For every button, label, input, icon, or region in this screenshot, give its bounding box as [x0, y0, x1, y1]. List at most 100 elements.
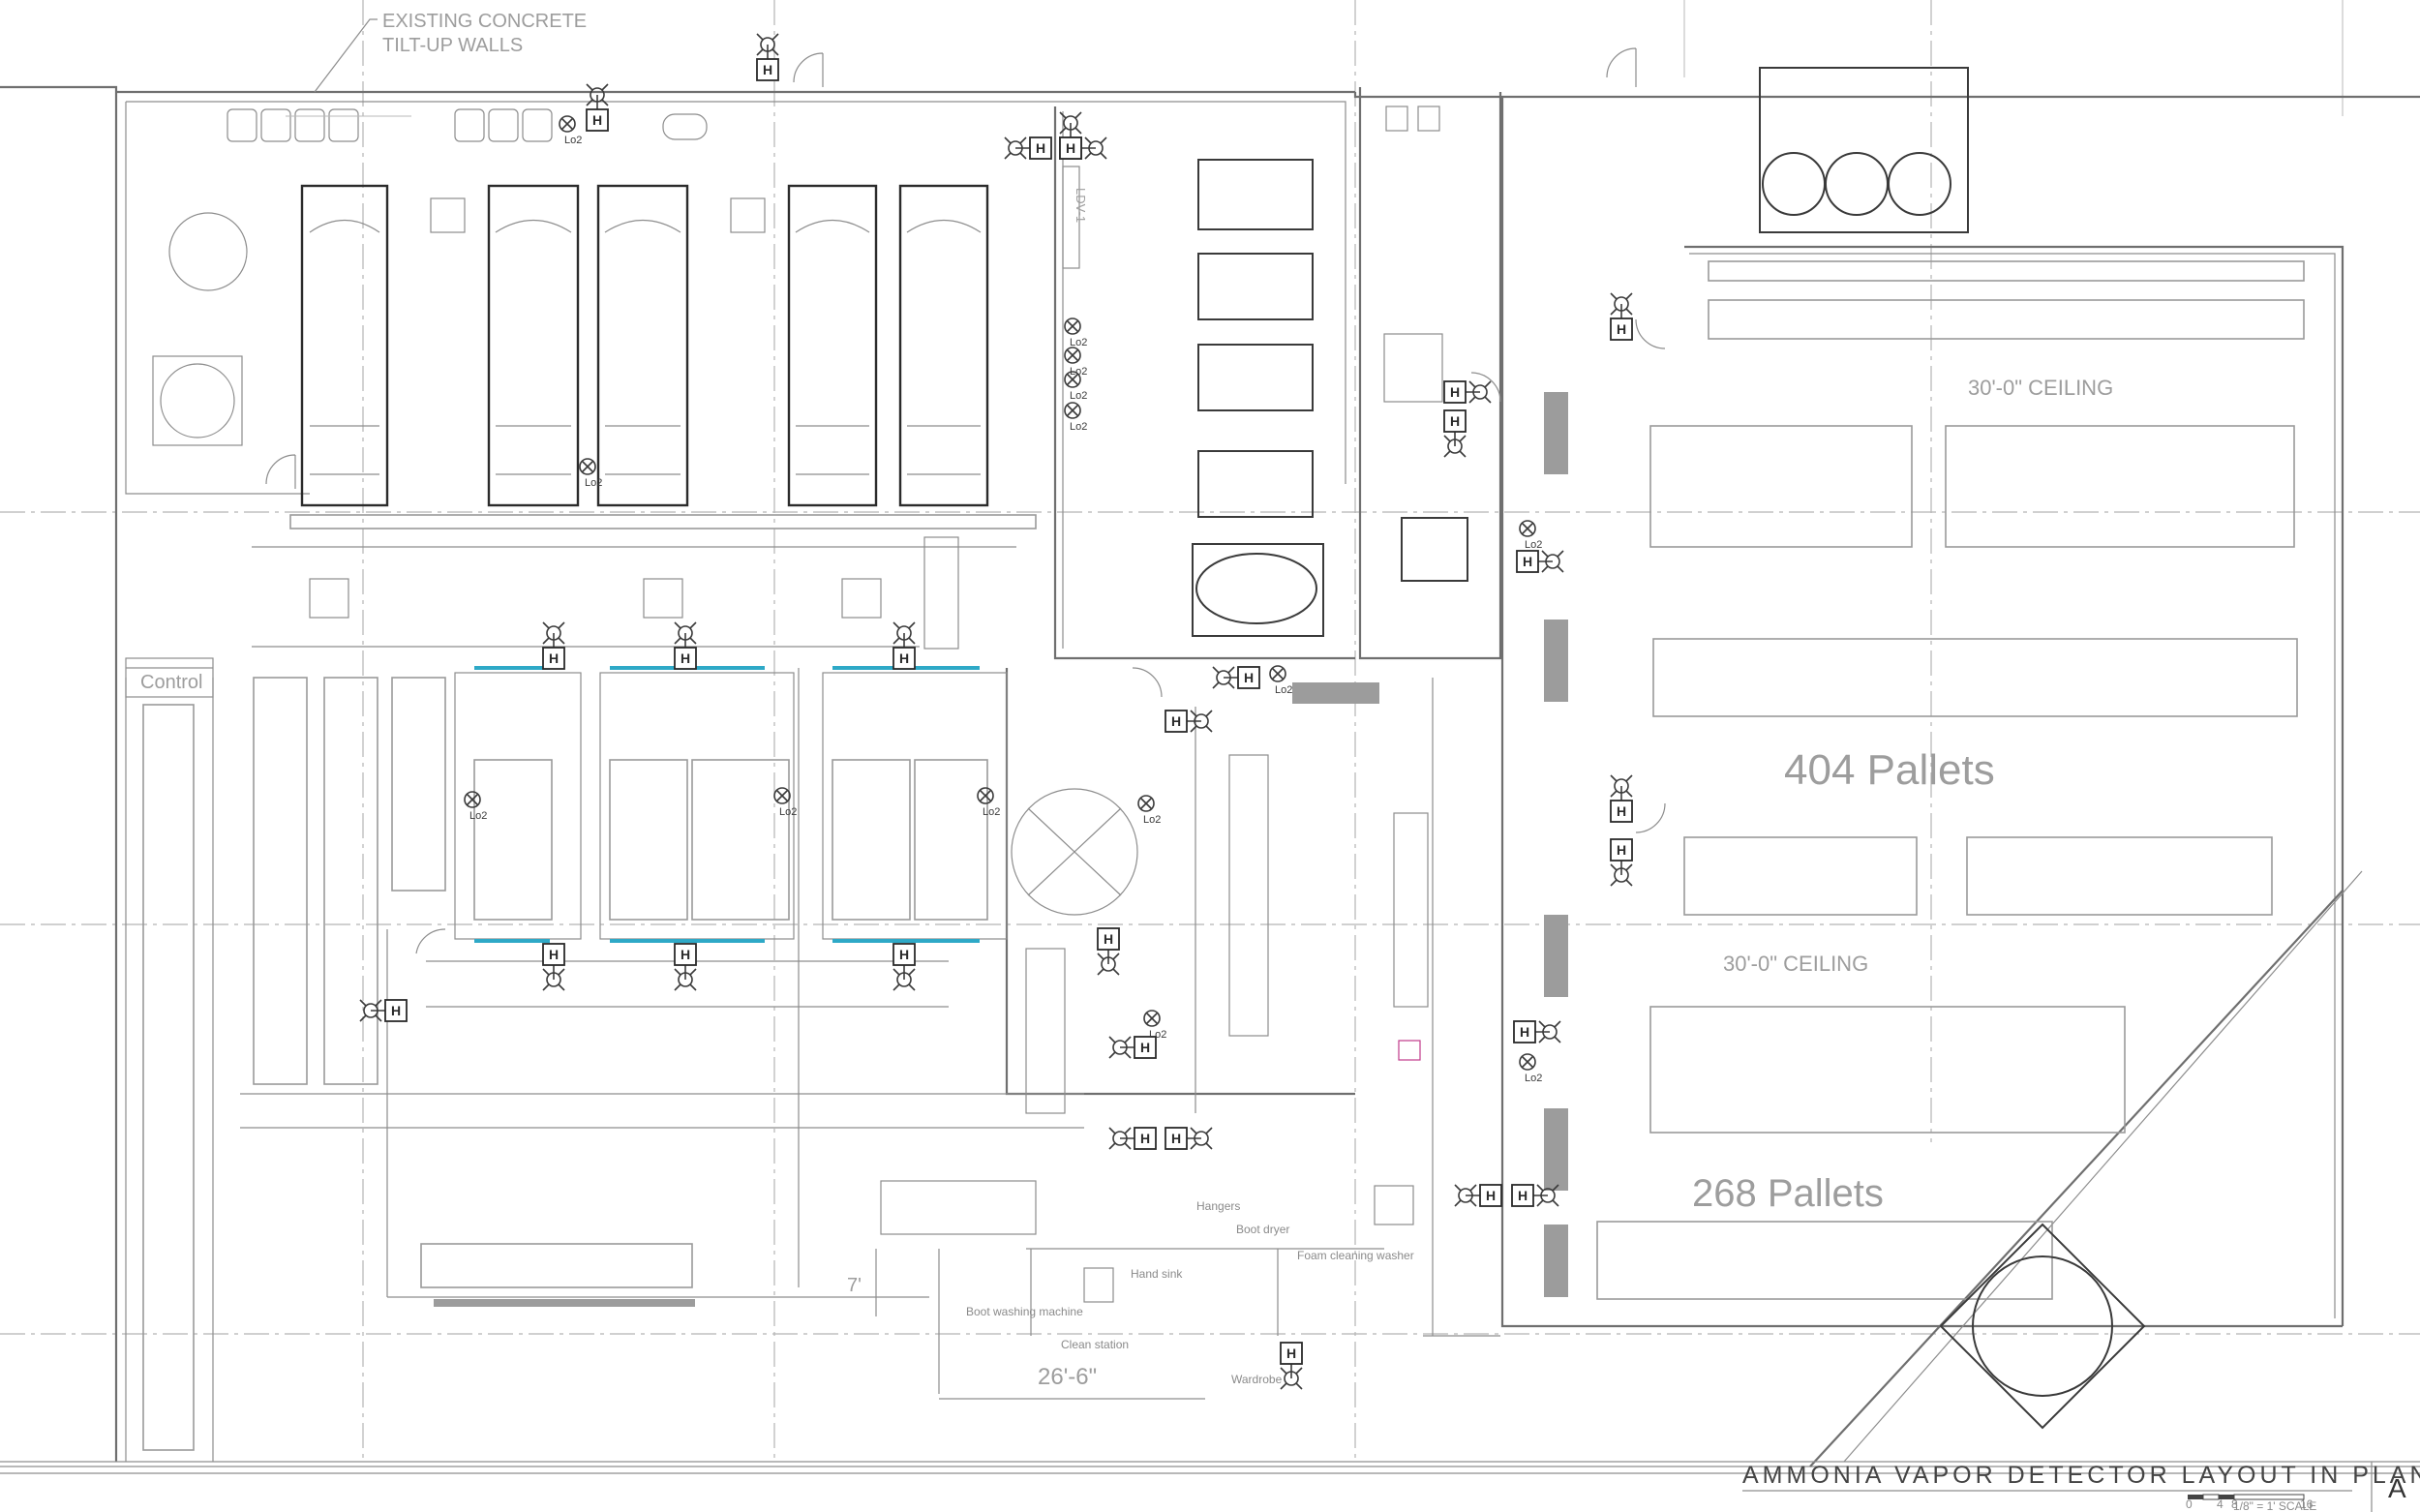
graphic-scale: 0 4 8 16 1/8" = 1' SCALE — [2186, 1494, 2316, 1512]
horn-strobe-11: H — [674, 943, 697, 991]
o2-sensor-label: Lo2 — [1525, 1073, 1542, 1084]
title-block: AMMONIA VAPOR DETECTOR LAYOUT IN PLAN VI… — [0, 1461, 2420, 1512]
existing-walls-label-line1: EXISTING CONCRETE — [382, 11, 587, 32]
horn-strobe-20: H — [1454, 1184, 1502, 1207]
horn-strobe-letter: H — [899, 947, 909, 962]
lower-equipment — [880, 754, 1429, 1303]
o2-sensor-10: Lo2 — [1519, 1053, 1542, 1084]
horn-strobe-letter: H — [899, 650, 909, 666]
horn-strobe-28: H — [1059, 111, 1082, 160]
ceiling-label-upper: 30'-0" CEILING — [1968, 376, 2113, 400]
o2-sensor-label: Lo2 — [1149, 1029, 1166, 1041]
horn-strobe-letter: H — [1104, 931, 1113, 947]
left-racks — [142, 677, 1084, 1451]
pallet-racks — [1292, 260, 2305, 1300]
horn-strobe-19: H — [1280, 1342, 1303, 1390]
horn-strobe-24: H — [1610, 838, 1633, 887]
scale-tick-8: 8 — [2231, 1497, 2238, 1511]
horn-strobe-4: H — [1610, 292, 1633, 341]
existing-walls-label-line2: TILT-UP WALLS — [382, 35, 523, 56]
o2-sensor-13: Lo2 — [1064, 371, 1087, 402]
horn-strobe-15: H — [1097, 927, 1120, 976]
spiral-tower — [1011, 788, 2146, 1430]
o2-sensor-label: Lo2 — [1070, 390, 1087, 402]
scale-tick-4: 4 — [2217, 1497, 2223, 1511]
o2-sensor-label: Lo2 — [779, 806, 797, 818]
o2-sensor-9: Lo2 — [1143, 1010, 1166, 1041]
o2-sensor-11: Lo2 — [1064, 318, 1087, 348]
o2-sensor-label: Lo2 — [1070, 366, 1087, 378]
o2-sensor-3: Lo2 — [464, 791, 487, 822]
horn-strobe-letter: H — [681, 947, 690, 962]
o2-sensor-6: Lo2 — [1137, 795, 1161, 826]
sheet-id: A — [2388, 1473, 2406, 1503]
horn-strobe-letter: H — [1171, 1131, 1181, 1146]
horn-strobe-2: H — [1004, 136, 1052, 160]
top-equipment-row — [152, 108, 708, 446]
scale-tick-16: 16 — [2300, 1497, 2314, 1511]
horn-strobe-letter: H — [1244, 670, 1254, 685]
horn-strobe-14: H — [1165, 710, 1213, 733]
horn-strobe-17: H — [1108, 1127, 1157, 1150]
pallet-count-lower: 268 Pallets — [1692, 1172, 1884, 1215]
horn-strobe-8: H — [674, 621, 697, 670]
storage-tanks — [252, 184, 1037, 650]
o2-sensor-8: Lo2 — [1519, 520, 1542, 551]
o2-sensor-5: Lo2 — [977, 787, 1000, 818]
o2-sensor-label: Lo2 — [1070, 337, 1087, 348]
annotation-wardrobe: Wardrobe — [1231, 1373, 1283, 1386]
o2-sensor-4: Lo2 — [773, 787, 797, 818]
horn-strobe-letter: H — [681, 650, 690, 666]
dimension-width: 26'-6" — [1038, 1364, 1097, 1390]
horn-strobe-letter: H — [1520, 1024, 1529, 1040]
horn-strobe-letter: H — [1617, 803, 1626, 819]
horn-strobe-6: H — [1443, 409, 1467, 458]
horn-strobe-21: H — [1511, 1184, 1559, 1207]
horn-strobe-letter: H — [1286, 1346, 1296, 1361]
o2-sensor-label: Lo2 — [1275, 684, 1292, 696]
scale-label: 1/8" = 1' SCALE — [2233, 1499, 2316, 1512]
horn-strobe-letter: H — [1523, 554, 1532, 569]
o2-sensor-label: Lo2 — [1525, 539, 1542, 551]
horn-strobe-5: H — [1443, 380, 1492, 404]
horn-strobe-9: H — [892, 621, 916, 670]
o2-sensor-12: Lo2 — [1064, 347, 1087, 378]
horn-strobe-10: H — [542, 943, 565, 991]
annotation-boot-dryer: Boot dryer — [1236, 1223, 1289, 1236]
condenser-unit — [1383, 67, 1969, 403]
o2-sensor-7: Lo2 — [1269, 665, 1292, 696]
horn-strobe-letter: H — [1036, 140, 1045, 156]
control-room: Control — [125, 657, 214, 698]
horn-strobe-letter: H — [1450, 413, 1460, 429]
annotation-hangers: Hangers — [1196, 1199, 1240, 1213]
horn-strobe-7: H — [542, 621, 565, 670]
horn-strobe-18: H — [1165, 1127, 1213, 1150]
scale-tick-0: 0 — [2186, 1497, 2193, 1511]
horn-strobe-letter: H — [549, 947, 559, 962]
horn-strobe-letter: H — [1140, 1131, 1150, 1146]
o2-sensor-label: Lo2 — [1143, 814, 1161, 826]
horn-strobe-letter: H — [1617, 321, 1626, 337]
o2-sensor-label: Lo2 — [564, 135, 582, 146]
o2-sensor-2: Lo2 — [579, 458, 602, 489]
horn-strobe-letter: H — [1617, 842, 1626, 858]
plan-labels: EXISTING CONCRETE TILT-UP WALLS 30'-0" C… — [314, 11, 2113, 1215]
horn-strobe-letter: H — [1486, 1188, 1496, 1203]
o2-sensor-14: Lo2 — [1064, 402, 1087, 433]
dimensions: 26'-6" 7' — [847, 1249, 1205, 1400]
horn-strobe-letter: H — [1140, 1040, 1150, 1055]
area-annotations: Hangers Boot dryer Foam cleaning washer … — [966, 1199, 1414, 1386]
pallet-count-upper: 404 Pallets — [1784, 746, 1995, 794]
horn-strobe-12: H — [892, 943, 916, 991]
horn-strobe-letter: H — [549, 650, 559, 666]
horn-strobe-letter: H — [1518, 1188, 1528, 1203]
horn-strobe-23: H — [1610, 774, 1633, 823]
o2-sensor-label: Lo2 — [469, 810, 487, 822]
horn-strobe-16: H — [1108, 1036, 1157, 1059]
process-rooms — [426, 666, 1008, 1008]
o2-sensor-1: Lo2 — [559, 115, 582, 146]
building-walls — [0, 47, 2420, 1474]
horn-strobe-letter: H — [763, 62, 772, 77]
horn-strobe-letter: H — [1171, 713, 1181, 729]
